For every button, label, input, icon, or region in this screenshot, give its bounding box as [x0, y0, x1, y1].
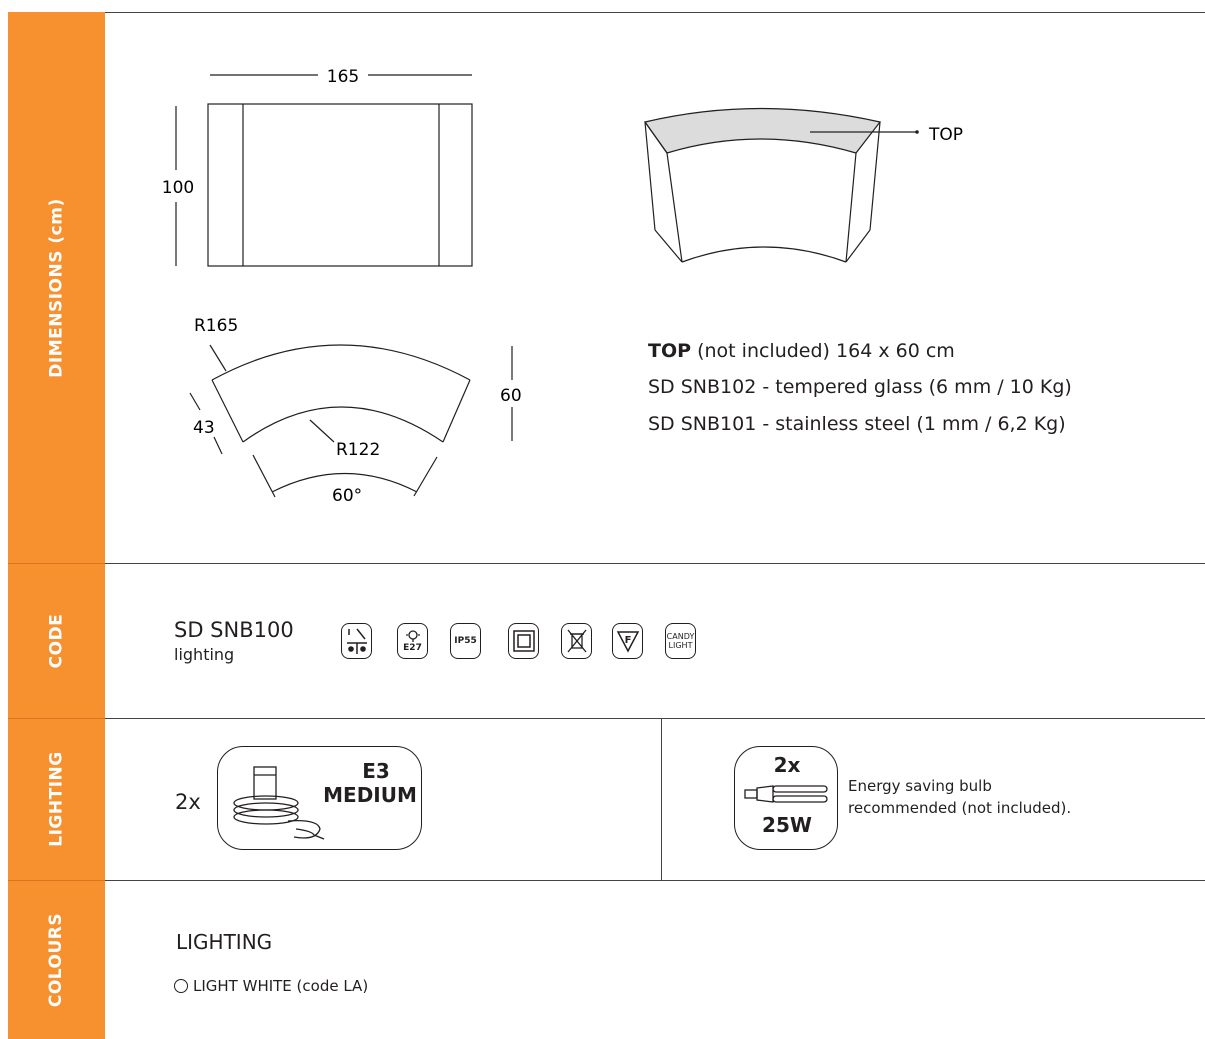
outer-radius-label: R165 [194, 316, 238, 336]
product-variant: lighting [174, 645, 235, 664]
top-info-line: TOP (not included) 164 x 60 cm [648, 340, 955, 362]
ip-rating-icon: IP55 [450, 623, 481, 659]
bulb-note-line2: recommended (not included). [848, 799, 1072, 817]
sidebar-divider [8, 563, 105, 564]
side-label: 43 [193, 418, 215, 438]
angle-label: 60° [332, 486, 362, 506]
depth-label: 60 [500, 386, 522, 406]
colour-option-label: LIGHT WHITE (code LA) [193, 977, 369, 995]
double-insulation-icon [508, 623, 539, 659]
colours-heading: LIGHTING [176, 930, 273, 954]
bulb-icon: E27 [397, 623, 428, 659]
sidebar-divider [8, 718, 105, 719]
top-option-glass: SD SNB102 - tempered glass (6 mm / 10 Kg… [648, 376, 1072, 398]
section-label-lighting: LIGHTING [46, 751, 67, 847]
product-code: SD SNB100 [174, 618, 294, 642]
sidebar-divider [8, 880, 105, 881]
colour-swatch-light-white [174, 979, 188, 993]
sidebar [8, 12, 105, 1039]
top-info-label: TOP [648, 340, 692, 362]
bulb-note-line1: Energy saving bulb [848, 777, 992, 795]
height-label: 100 [162, 178, 194, 198]
dimension-drawing: 165 100 R165 R122 43 60 60° TOP [162, 67, 963, 506]
section-rule [105, 563, 1205, 564]
energy-bulb-icon [744, 785, 828, 803]
section-label-code: CODE [46, 613, 67, 668]
bulb-badge: 2x 25W [734, 746, 838, 850]
svg-text:F: F [624, 635, 631, 646]
lamp-socket-icon [233, 766, 325, 840]
installation-icon [341, 623, 372, 659]
candy-light-icon: CANDY LIGHT [665, 623, 696, 659]
socket-type-line2: MEDIUM [323, 783, 417, 807]
inner-radius-label: R122 [336, 440, 380, 460]
bulb-wattage: 25W [762, 813, 812, 837]
bulb-socket-label: E27 [403, 643, 422, 653]
lighting-divider [661, 718, 662, 880]
weee-bin-icon [561, 623, 592, 659]
top-rule [105, 12, 1205, 13]
section-label-colours: COLOURS [46, 912, 67, 1007]
width-label: 165 [327, 67, 359, 87]
f-mark-icon: F [612, 623, 643, 659]
socket-qty: 2x [175, 790, 201, 814]
top-info-desc: (not included) 164 x 60 cm [697, 340, 955, 362]
top-callout-label: TOP [928, 125, 963, 145]
bulb-qty: 2x [773, 753, 801, 777]
section-rule [105, 880, 1205, 881]
top-option-steel: SD SNB101 - stainless steel (1 mm / 6,2 … [648, 413, 1066, 435]
section-rule [105, 718, 1205, 719]
socket-type-line1: E3 [362, 759, 390, 783]
socket-badge: E3 MEDIUM [217, 746, 422, 850]
